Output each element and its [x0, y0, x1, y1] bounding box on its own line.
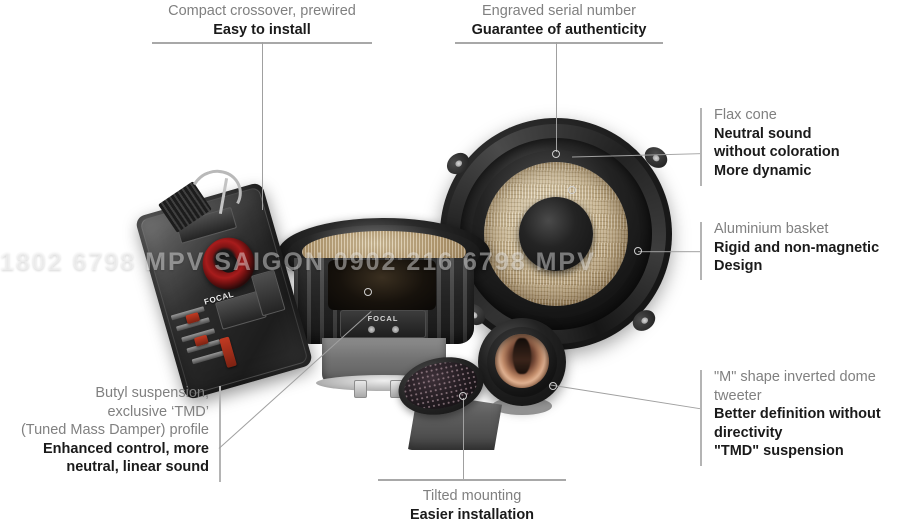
callout-cone-body: Neutral sound without coloration More dy… — [714, 125, 840, 179]
callout-bar-cone — [700, 108, 702, 186]
callout-basket-body: Rigid and non-magnetic Design — [714, 239, 880, 275]
callout-basket-title: Aluminium basket — [714, 221, 829, 237]
leader-mounting — [463, 398, 465, 479]
leader-tweeter — [549, 384, 701, 410]
callout-tweeter: "M" shape inverted dome tweeter Better d… — [714, 368, 900, 461]
hotspot-tweeter — [549, 382, 557, 390]
leader-basket — [638, 251, 700, 253]
callout-mounting-body: Easier installation — [409, 506, 535, 523]
woofer-rear-view — [440, 118, 672, 350]
callout-crossover: Compact crossover, prewired Easy to inst… — [132, 2, 392, 39]
m-shape-dome — [495, 334, 549, 388]
callout-serial-title: Engraved serial number — [482, 3, 636, 19]
callout-basket: Aluminium basket Rigid and non-magnetic … — [714, 220, 900, 276]
leader-crossover — [262, 42, 264, 210]
callout-suspension: Butyl suspension, exclusive ‘TMD’ (Tuned… — [0, 384, 209, 477]
callout-tweeter-title: "M" shape inverted dome tweeter — [714, 369, 876, 404]
hotspot-cone — [568, 186, 576, 194]
terminal-plate: FOCAL — [340, 310, 426, 338]
callout-serial-body: Guarantee of authenticity — [471, 21, 647, 38]
passive-crossover: FOCAL — [134, 163, 314, 401]
aluminium-basket: FOCAL — [294, 258, 474, 344]
callout-bar-suspension — [219, 386, 221, 482]
inverted-dome-tweeter — [478, 318, 566, 415]
callout-cone-title: Flax cone — [714, 107, 777, 123]
callout-rule-serial — [455, 42, 663, 44]
mounting-tab — [354, 380, 367, 398]
callout-crossover-body: Easy to install — [213, 21, 311, 38]
terminal-posts — [341, 326, 425, 333]
dust-cap — [519, 197, 593, 271]
callout-mounting: Tilted mounting Easier installation — [346, 487, 598, 524]
callout-bar-tweeter — [700, 370, 702, 466]
focal-brand-label: FOCAL — [367, 314, 399, 323]
callout-cone: Flax cone Neutral sound without colorati… — [714, 106, 896, 180]
hotspot-mounting — [459, 392, 467, 400]
callout-suspension-title: Butyl suspension, exclusive ‘TMD’ (Tuned… — [20, 385, 209, 438]
callout-crossover-title: Compact crossover, prewired — [168, 3, 356, 19]
leader-serial — [556, 42, 558, 152]
hotspot-basket — [634, 247, 642, 255]
tilted-tweeter-mount — [393, 349, 508, 450]
hotspot-serial — [552, 150, 560, 158]
callout-rule-mounting — [378, 479, 566, 481]
woofer-front-view: FOCAL — [278, 218, 490, 398]
callout-serial: Engraved serial number Guarantee of auth… — [432, 2, 686, 39]
callout-bar-basket — [700, 222, 702, 280]
basket-interior — [328, 260, 436, 310]
callout-tweeter-body: Better definition without directivity "T… — [714, 406, 881, 459]
callout-mounting-title: Tilted mounting — [422, 488, 522, 504]
hotspot-suspension — [364, 288, 372, 296]
callout-suspension-body: Enhanced control, more neutral, linear s… — [43, 440, 209, 476]
mounting-lug — [640, 142, 672, 173]
